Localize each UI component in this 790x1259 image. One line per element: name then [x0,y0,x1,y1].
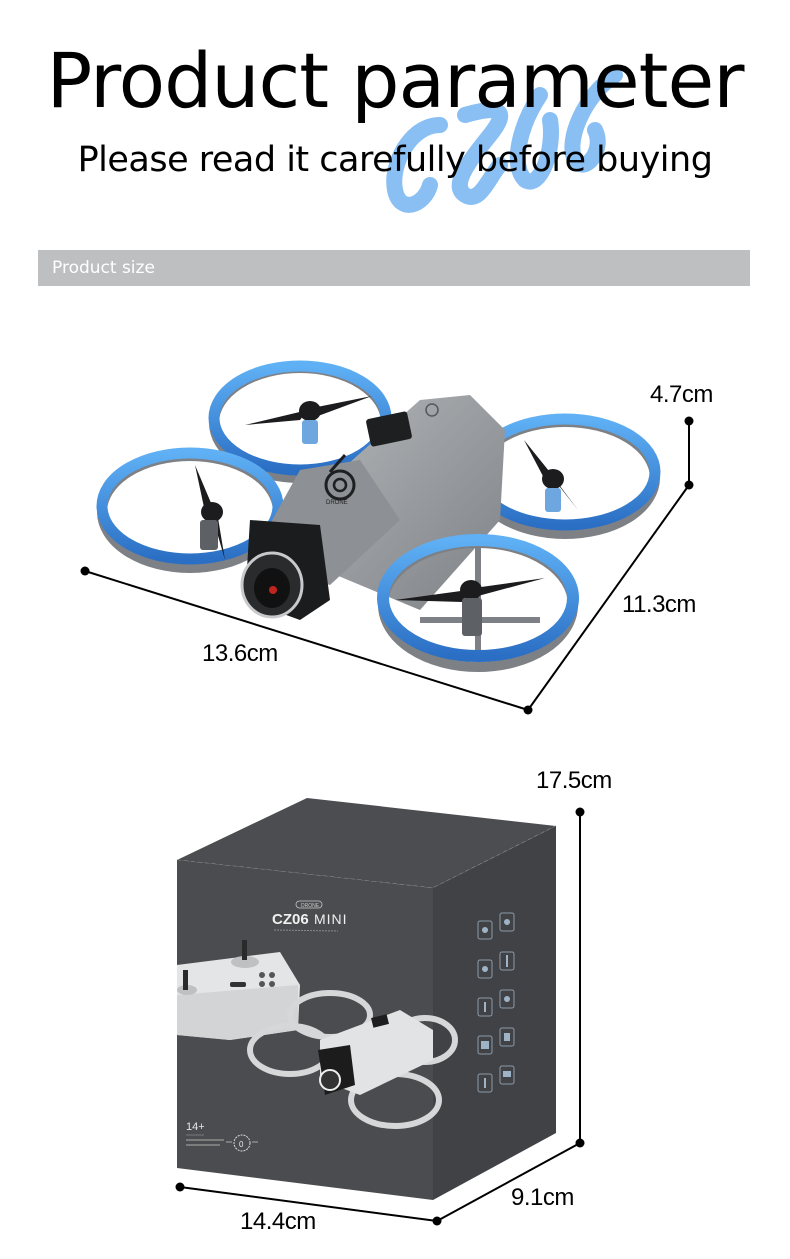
box-dimension-lines [175,807,585,1226]
svg-text:14+: 14+ [186,1121,205,1133]
plus-icon [499,951,515,971]
drone-width-label: 11.3cm [622,591,696,618]
svg-text:DRONE: DRONE [301,903,320,909]
box-length-label: 14.4cm [240,1208,316,1235]
battery-icon [499,1027,515,1047]
gesture-icon [477,959,493,979]
propellers [195,396,578,602]
camera-icon [477,920,493,940]
svg-text:DRONE: DRONE [326,500,348,506]
card-icon [499,1065,515,1085]
power-icon [425,403,439,417]
resolution-icon [477,1035,493,1055]
cz06-watermark-logo [386,67,623,213]
drone-icon [499,912,515,932]
status-display [366,411,412,447]
page-title: Product parameter [46,36,745,125]
gravity-icon [499,989,515,1009]
drone-length-label: 13.6cm [202,640,278,667]
packaging-box: DRONE CZ06 MINI 14+ 0 [176,798,557,1200]
drone-height-label: 4.7cm [650,381,713,408]
svg-text:0: 0 [239,1140,244,1149]
phone-icon [477,1073,493,1093]
drone-dimension-lines [80,416,694,715]
svg-text:MINI: MINI [314,911,348,927]
box-height-label: 17.5cm [536,767,612,794]
page-subtitle: Please read it carefully before buying [77,140,713,180]
music-icon [477,997,493,1017]
box-art-remote-controller [177,940,300,1040]
drone-logo: DRONE [324,454,356,506]
svg-text:CZ06: CZ06 [272,911,309,928]
section-header-product-size: Product size [38,250,750,286]
box-side-feature-icons [477,912,515,1093]
box-branding: DRONE CZ06 MINI 14+ 0 [186,900,348,1152]
drone-body: DRONE [240,395,505,620]
box-width-label: 9.1cm [511,1184,574,1211]
box-art-drone [247,990,458,1129]
